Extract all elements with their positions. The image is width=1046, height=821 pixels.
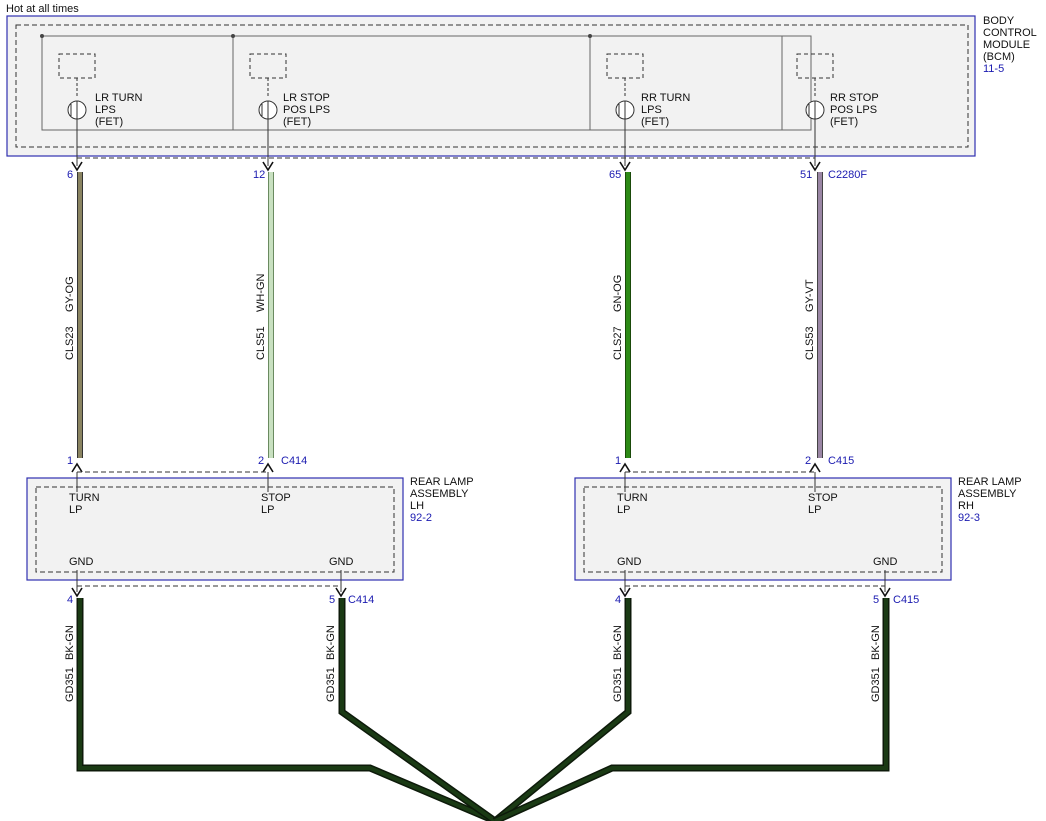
rh-ref: 92-3	[958, 512, 980, 524]
rr-stop-label-2: POS LPS	[830, 104, 877, 116]
rr-turn-label-1: RR TURN	[641, 92, 690, 104]
wire-cls23-color: GY-OG	[64, 276, 76, 312]
gnd-wire-3-circuit: GD351	[612, 667, 624, 702]
lr-stop-label-3: (FET)	[283, 116, 311, 128]
bcm-output-rr-turn: RR TURN LPS (FET)	[606, 53, 690, 166]
bcm-output-lr-stop: LR STOP POS LPS (FET)	[249, 53, 330, 166]
rh-turn-label-1: TURN	[617, 492, 648, 504]
wire-cls51: WH-GN CLS51	[255, 172, 274, 458]
bcm-output-lr-turn: LR TURN LPS (FET)	[58, 53, 143, 166]
rr-turn-label-2: LPS	[641, 104, 662, 116]
gnd-wire-4-circuit: GD351	[870, 667, 882, 702]
rh-stop-label-2: LP	[808, 504, 821, 516]
rh-connector-top: C415	[828, 455, 854, 467]
gnd-wire-1-color: BK-GN	[64, 625, 76, 660]
lh-gnd-pin-4: 4	[67, 594, 73, 606]
gnd-wire-2-color: BK-GN	[325, 625, 337, 660]
rh-stop-label-1: STOP	[808, 492, 838, 504]
lh-name-line-1: REAR LAMP	[410, 476, 474, 488]
lh-connector-top: C414	[281, 455, 307, 467]
lh-stop-label-2: LP	[261, 504, 274, 516]
wire-cls53-color: GY-VT	[804, 279, 816, 312]
rh-turn-label-2: LP	[617, 504, 630, 516]
gnd-wire-3-color: BK-GN	[612, 625, 624, 660]
rear-lamp-assembly-rh: TURN LP STOP LP GND GND REAR LAMP ASSEMB…	[574, 472, 1022, 592]
wire-cls27: GN-OG CLS27	[612, 172, 631, 458]
lh-stop-label-1: STOP	[261, 492, 291, 504]
wire-cls51-color: WH-GN	[255, 273, 267, 312]
wire-cls23: GY-OG CLS23	[64, 172, 83, 458]
lh-gnd-pin-5: 5	[329, 594, 335, 606]
lr-turn-label-2: LPS	[95, 104, 116, 116]
bcm-ref: 11-5	[983, 63, 1004, 75]
lh-gnd-label-1: GND	[69, 556, 94, 568]
wire-cls51-circuit: CLS51	[255, 326, 267, 360]
bcm-pin-51: 51	[800, 169, 812, 181]
wire-cls27-color: GN-OG	[612, 275, 624, 312]
rh-name-line-2: ASSEMBLY	[958, 488, 1017, 500]
lh-turn-label-1: TURN	[69, 492, 100, 504]
wire-cls27-circuit: CLS27	[612, 326, 624, 360]
bcm-output-rr-stop: RR STOP POS LPS (FET)	[796, 53, 879, 166]
bcm-pin-12: 12	[253, 169, 265, 181]
bcm-name-line-3: MODULE	[983, 39, 1030, 51]
lh-name-line-3: LH	[410, 500, 424, 512]
lh-gnd-label-2: GND	[329, 556, 354, 568]
lr-stop-label-2: POS LPS	[283, 104, 330, 116]
rh-gnd-label-1: GND	[617, 556, 642, 568]
rr-stop-label-1: RR STOP	[830, 92, 879, 104]
rh-gnd-pin-4: 4	[615, 594, 621, 606]
rh-gnd-pin-5: 5	[873, 594, 879, 606]
wire-cls53: GY-VT CLS53	[804, 172, 823, 458]
bcm-name-line-2: CONTROL	[983, 27, 1037, 39]
rh-gnd-label-2: GND	[873, 556, 898, 568]
rh-pin-2: 2	[805, 455, 811, 467]
lh-name-line-2: ASSEMBLY	[410, 488, 469, 500]
wire-cls23-circuit: CLS23	[64, 326, 76, 360]
gnd-wire-2-circuit: GD351	[325, 667, 337, 702]
gnd-wire-4-color: BK-GN	[870, 625, 882, 660]
bcm-connector: C2280F	[828, 169, 867, 181]
hot-at-all-times-label: Hot at all times	[6, 3, 79, 15]
rh-name-line-1: REAR LAMP	[958, 476, 1022, 488]
rr-turn-label-3: (FET)	[641, 116, 669, 128]
wire-cls53-circuit: CLS53	[804, 326, 816, 360]
bcm-pin-65: 65	[609, 169, 621, 181]
bcm-name-line-1: BODY	[983, 15, 1015, 27]
rear-lamp-assembly-lh: TURN LP STOP LP GND GND REAR LAMP ASSEMB…	[26, 472, 474, 592]
lh-connector-bottom: C414	[348, 594, 374, 606]
lh-turn-label-2: LP	[69, 504, 82, 516]
bcm-pin-6: 6	[67, 169, 73, 181]
lh-pin-2: 2	[258, 455, 264, 467]
lr-turn-label-1: LR TURN	[95, 92, 143, 104]
lr-stop-label-1: LR STOP	[283, 92, 330, 104]
lh-ref: 92-2	[410, 512, 432, 524]
gnd-wire-1-circuit: GD351	[64, 667, 76, 702]
bcm-module: BODY CONTROL MODULE (BCM) 11-5	[6, 15, 1037, 157]
rh-connector-bottom: C415	[893, 594, 919, 606]
rh-name-line-3: RH	[958, 500, 974, 512]
rh-pin-1: 1	[615, 455, 621, 467]
bcm-name-line-4: (BCM)	[983, 51, 1015, 63]
lr-turn-label-3: (FET)	[95, 116, 123, 128]
ground-wires: BK-GN GD351 BK-GN GD351 BK-GN GD351 BK-G…	[64, 598, 890, 821]
rr-stop-label-3: (FET)	[830, 116, 858, 128]
lh-pin-1: 1	[67, 455, 73, 467]
